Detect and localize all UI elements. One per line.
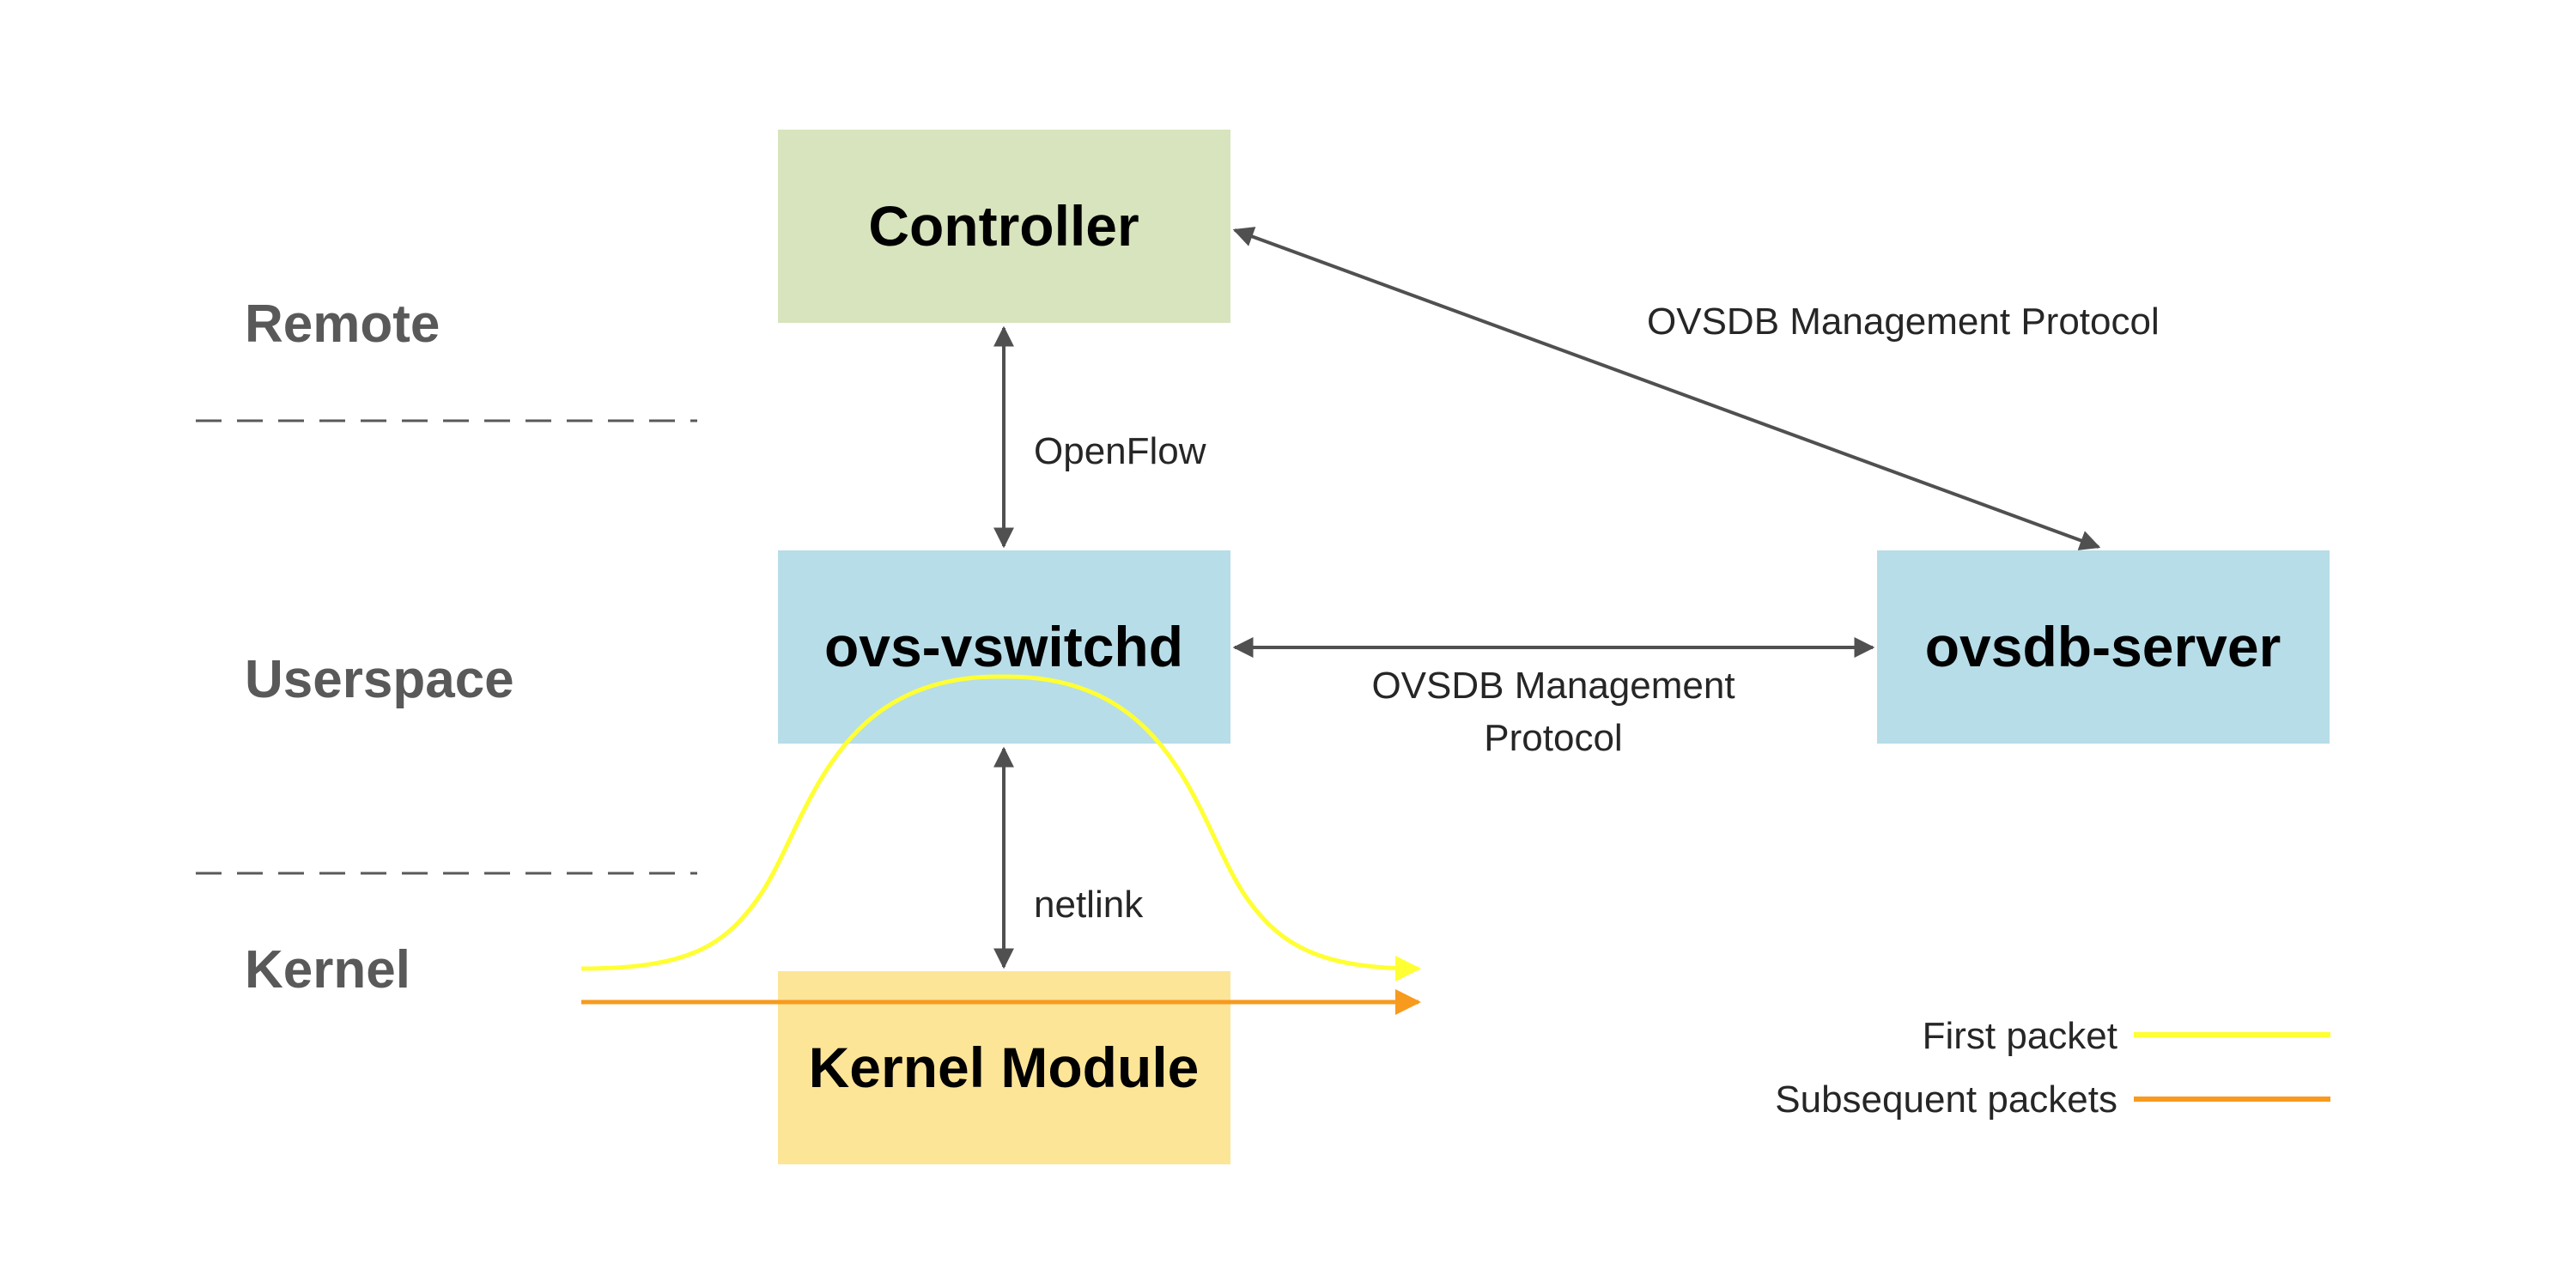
legend-first-packet-label: First packet <box>1923 1015 2117 1057</box>
layer-label-kernel: Kernel <box>245 940 410 999</box>
ovs-vswitchd-box: ovs-vswitchd <box>778 550 1230 744</box>
controller-ovsdb-connector <box>1232 227 2101 550</box>
netlink-label: netlink <box>1034 884 1144 926</box>
kernel-module-label: Kernel Module <box>809 1036 1200 1099</box>
openflow-label: OpenFlow <box>1034 430 1206 472</box>
controller-ovsdb-label: OVSDB Management Protocol <box>1647 301 2160 343</box>
ovsdb-server-label: ovsdb-server <box>1925 615 2281 678</box>
layer-label-remote: Remote <box>245 295 440 354</box>
vswitchd-ovsdb-label-line1: OVSDB Management <box>1371 665 1735 707</box>
ovs-vswitchd-label: ovs-vswitchd <box>824 615 1183 678</box>
controller-box: Controller <box>778 130 1230 323</box>
controller-label: Controller <box>868 194 1139 258</box>
legend: First packet Subsequent packets <box>1775 1015 2330 1121</box>
layer-label-userspace: Userspace <box>245 650 514 709</box>
vswitchd-ovsdb-label-line2: Protocol <box>1484 717 1622 759</box>
legend-subsequent-packets-label: Subsequent packets <box>1775 1078 2117 1121</box>
first-packet-path <box>580 674 1421 981</box>
ovsdb-server-box: ovsdb-server <box>1877 550 2330 744</box>
